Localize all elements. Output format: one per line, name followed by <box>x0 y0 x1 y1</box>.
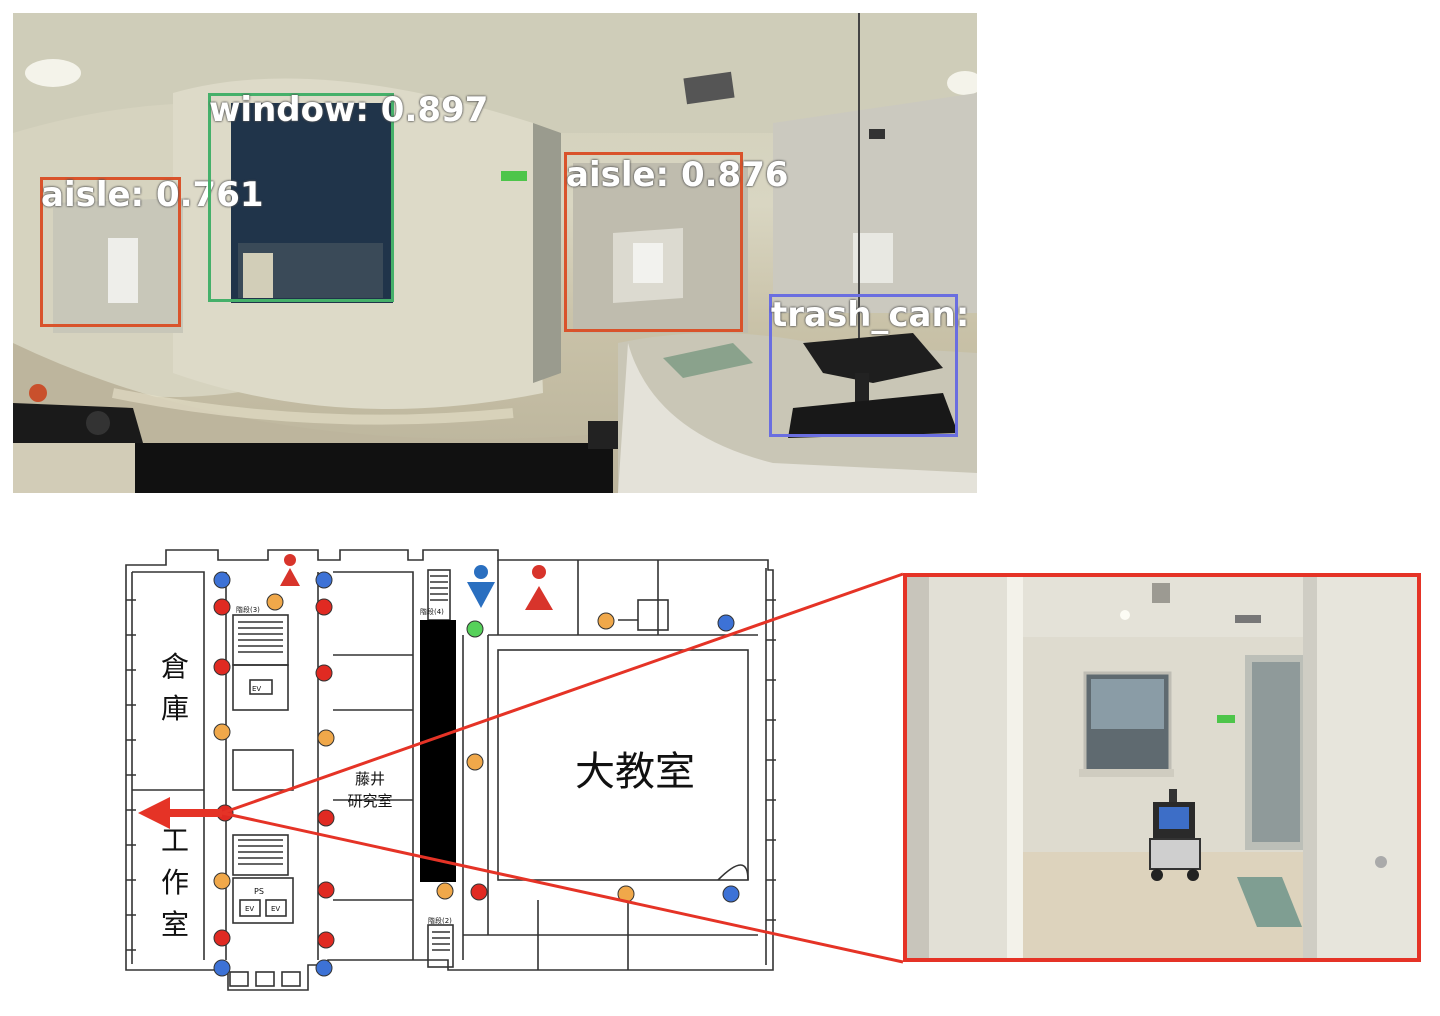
marker-red <box>213 658 231 676</box>
marker-orange <box>317 729 335 747</box>
marker-orange <box>213 723 231 741</box>
person-marker-red-head <box>284 554 296 566</box>
detection-box-aisle-right <box>564 152 743 332</box>
floor-plan-drawing: 倉 庫 工 作 室 大教室 藤井 研究室 階段(4) 階段(2) 階段(3) E… <box>125 549 776 991</box>
detection-label-aisle-right: aisle: 0.876 <box>566 155 789 195</box>
small-label-stairs-top: 階段(4) <box>420 607 444 616</box>
marker-blue <box>213 959 231 977</box>
person-marker-blue-head <box>474 565 488 579</box>
marker-red <box>216 804 234 822</box>
floor-plan: 倉 庫 工 作 室 大教室 藤井 研究室 階段(4) 階段(2) 階段(3) E… <box>118 540 790 1010</box>
marker-red <box>470 883 488 901</box>
panorama-image: aisle: 0.761 window: 0.897 aisle: 0.876 … <box>13 13 977 493</box>
marker-red <box>317 881 335 899</box>
person-marker-red <box>525 586 553 610</box>
marker-red <box>213 598 231 616</box>
small-label-ev-bottom-1: EV <box>245 905 254 913</box>
room-label-lab-1: 藤井 <box>355 770 385 788</box>
marker-green <box>466 620 484 638</box>
marker-orange <box>266 593 284 611</box>
inset-photo <box>903 573 1421 962</box>
room-label-storage-1: 倉 <box>161 650 189 683</box>
inset-photo-scene <box>907 577 1417 958</box>
marker-orange <box>466 753 484 771</box>
room-label-workshop-3: 室 <box>161 908 189 941</box>
marker-blue <box>315 571 333 589</box>
marker-red <box>315 598 333 616</box>
marker-red <box>317 809 335 827</box>
marker-orange <box>213 872 231 890</box>
marker-blue <box>717 614 735 632</box>
panorama-scene <box>13 13 977 493</box>
small-label-stairs-left: 階段(3) <box>236 605 260 614</box>
marker-blue <box>315 959 333 977</box>
person-marker-red-head <box>532 565 546 579</box>
detection-label-window: window: 0.897 <box>209 90 489 130</box>
detection-label-aisle-left: aisle: 0.761 <box>41 175 264 215</box>
detection-label-trash-can: trash_can: <box>771 295 970 335</box>
marker-blue <box>722 885 740 903</box>
marker-orange <box>597 612 615 630</box>
marker-red <box>315 664 333 682</box>
small-label-ev-bottom-2: EV <box>271 905 280 913</box>
marker-orange <box>436 882 454 900</box>
detection-box-aisle-left <box>40 177 181 327</box>
room-label-workshop-2: 作 <box>161 866 189 899</box>
room-label-storage-2: 庫 <box>161 692 189 725</box>
small-label-ev-top: EV <box>252 685 261 693</box>
person-marker-red <box>280 568 300 586</box>
small-label-stairs-bottom: 階段(2) <box>428 916 452 925</box>
room-label-large-classroom: 大教室 <box>575 749 695 795</box>
marker-orange <box>617 885 635 903</box>
marker-red <box>317 931 335 949</box>
room-label-lab-2: 研究室 <box>347 792 392 810</box>
detection-box-trash-can <box>769 294 958 437</box>
small-label-ps: PS <box>254 887 264 896</box>
marker-blue <box>213 571 231 589</box>
marker-red <box>213 929 231 947</box>
person-marker-blue <box>467 582 495 608</box>
room-label-workshop-1: 工 <box>161 824 189 857</box>
detection-box-window <box>208 93 394 302</box>
